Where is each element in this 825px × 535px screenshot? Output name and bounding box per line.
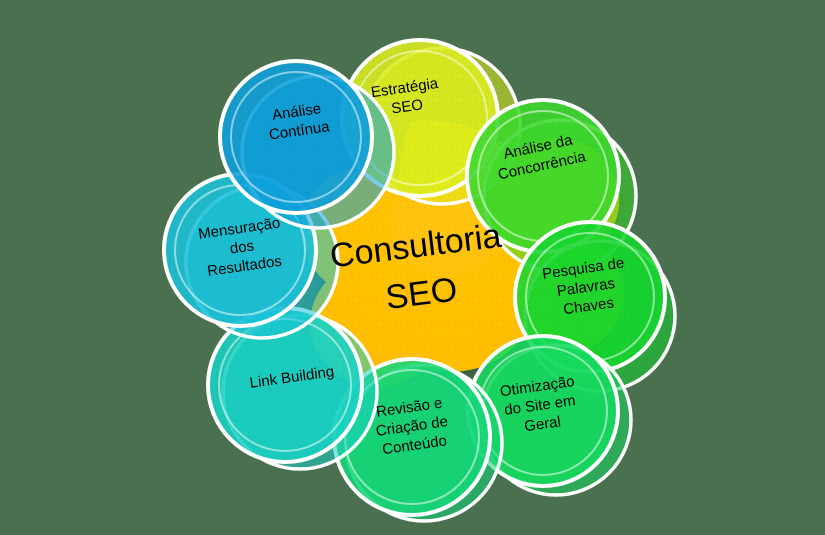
petal-texture-link-building <box>210 310 360 460</box>
petal-texture-pesquisa-de-palavras-chaves <box>517 224 663 370</box>
petal-analise-da-concorrencia[interactable] <box>465 98 638 274</box>
petal-inner-ring-analise-continua <box>230 71 362 203</box>
petal-label-estrategia-seo-line2: SEO <box>390 96 424 117</box>
petal-texture-analise-continua <box>222 63 370 211</box>
petal-texture-otimizacao-do-site-em-geral <box>470 338 616 484</box>
petal-texture-analise-da-concorrencia <box>469 102 617 250</box>
petal-analise-continua[interactable] <box>218 59 396 230</box>
petal-otimizacao-do-site-em-geral[interactable] <box>466 334 633 497</box>
petal-label-pesquisa-de-palavras-chaves-line3: Chaves <box>562 294 615 318</box>
petal-link-building[interactable] <box>206 306 379 471</box>
petal-label-mensuracao-dos-resultados-line2: dos <box>229 237 255 257</box>
center-label-line2: SEO <box>383 271 459 317</box>
petal-label-otimizacao-do-site-em-geral-line3: Geral <box>523 413 562 435</box>
petal-label-analise-continua-line1: Análise <box>271 100 322 124</box>
